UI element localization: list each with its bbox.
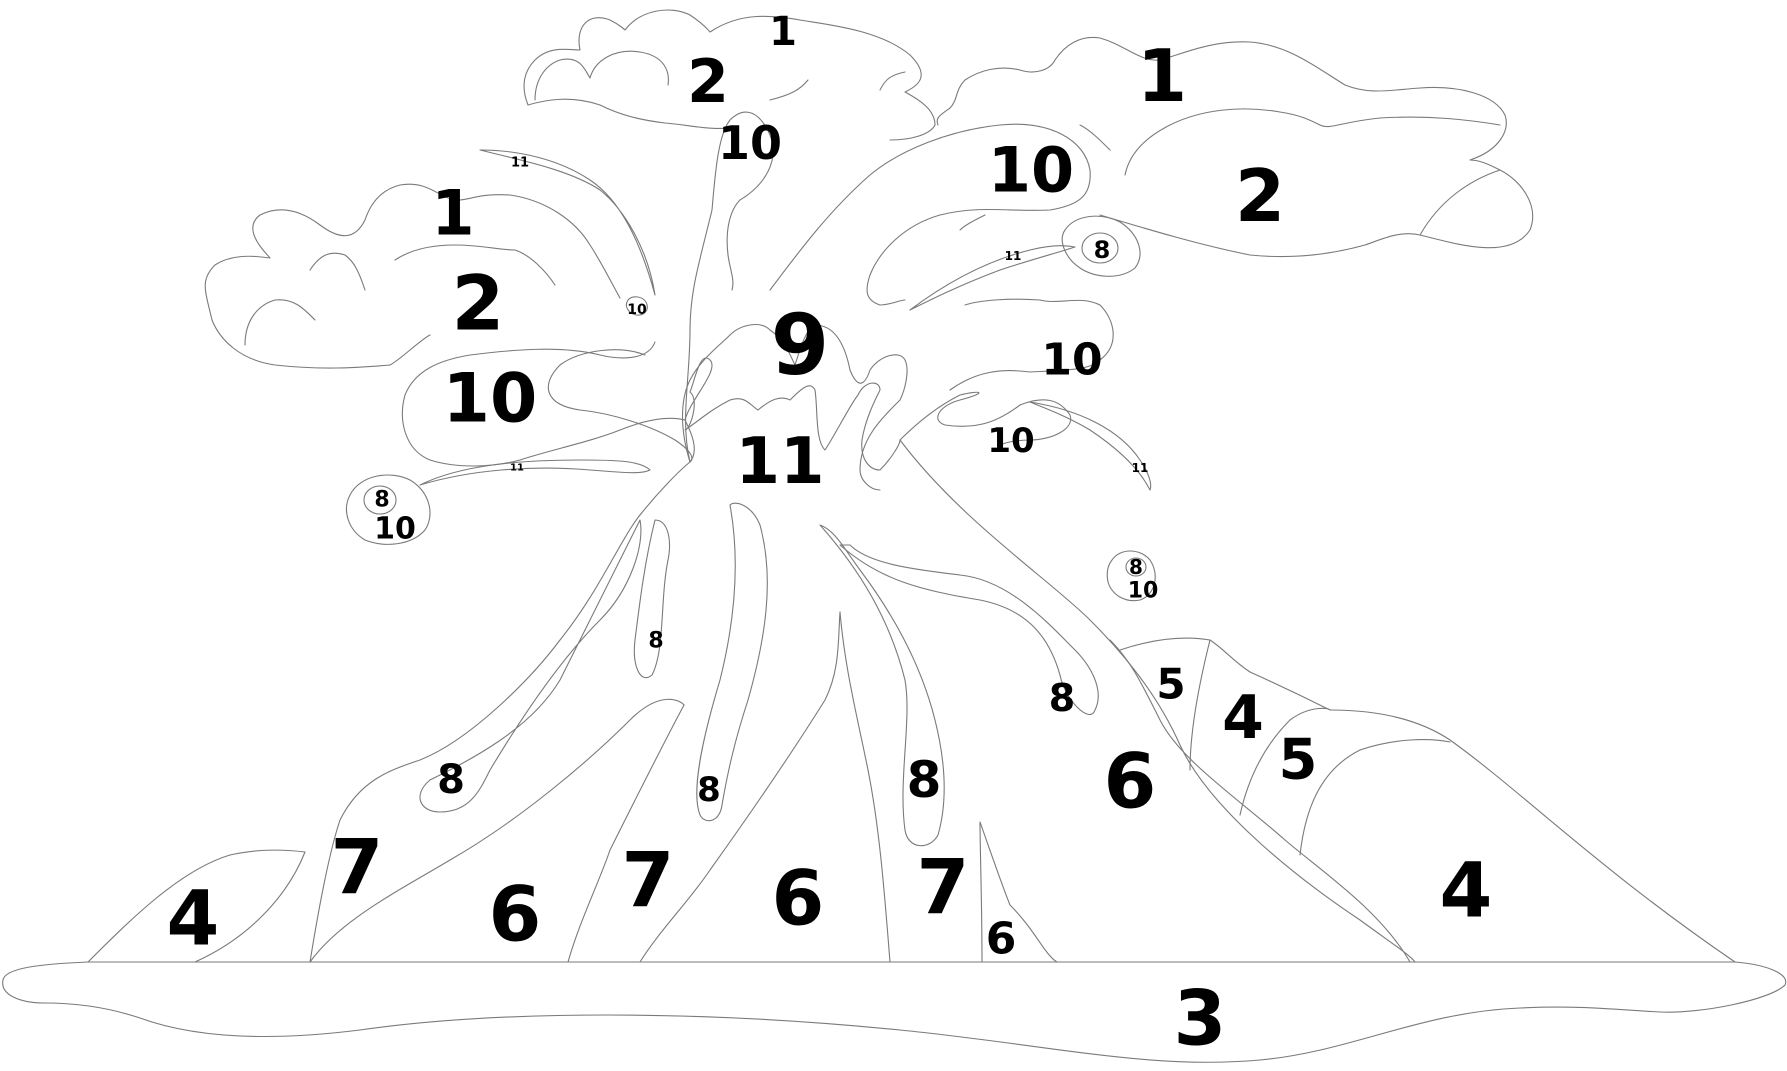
- number-slope-right-7: 7: [917, 843, 970, 932]
- number-hill-left: 4: [167, 874, 220, 963]
- number-slope-right-6: 6: [1104, 737, 1157, 826]
- streak-top-left: [479, 149, 656, 296]
- number-lava-right-upper-10: 10: [1041, 335, 1102, 386]
- slope-6-center-right-edge: [839, 611, 891, 963]
- rock-left-inner: [363, 485, 397, 515]
- rock-top-right-inner: [1081, 232, 1119, 264]
- lava-drip-far-right: [839, 544, 1099, 716]
- number-slope-left-7: 7: [331, 823, 384, 912]
- number-cloud-left-lower: 2: [452, 259, 505, 348]
- slope-7-right-edge: [979, 821, 1058, 963]
- rock-top-right-outer: [1061, 215, 1141, 277]
- cloud-left-upper: [204, 183, 621, 369]
- number-lava-left-upper-8: 8: [648, 629, 663, 654]
- lava-blob-top-small: [685, 111, 774, 463]
- number-crater-11: 11: [735, 425, 824, 499]
- streak-left: [419, 459, 651, 486]
- number-slope-right-small-6: 6: [986, 914, 1017, 965]
- rock-right-inner: [1125, 557, 1147, 577]
- number-lava-far-right-8: 8: [1049, 676, 1075, 720]
- number-cloud-left-upper: 1: [431, 177, 474, 250]
- number-rock-left-10: 10: [374, 512, 416, 547]
- number-slope-center-7: 7: [622, 836, 675, 925]
- hill-right-5-mid: [1239, 707, 1331, 816]
- streak-right-top: [909, 245, 1076, 311]
- cloud-left-lower: [244, 244, 556, 366]
- number-lava-center-8: 8: [697, 770, 721, 810]
- cloud-top-right: [936, 36, 1534, 258]
- number-lava-right-lower-10: 10: [987, 421, 1034, 461]
- number-lava-top-small-10: 10: [718, 116, 782, 170]
- rock-left-outer: [346, 474, 431, 545]
- number-cloud-top-right-lower: 2: [1235, 154, 1285, 238]
- rock-right-outer: [1106, 550, 1156, 602]
- number-ground-base: 3: [1174, 974, 1227, 1063]
- number-cloud-top-right-upper: 1: [1137, 34, 1187, 118]
- number-hill-right-inner: 4: [1222, 683, 1264, 753]
- number-streak-right-11: 11: [1132, 461, 1149, 475]
- splash-9-outline: [547, 298, 1114, 463]
- lava-drip-left-lower: [419, 519, 642, 813]
- number-slope-left-6: 6: [489, 870, 542, 959]
- number-streak-top-left-11: 11: [511, 156, 529, 171]
- hill-right-4-inner: [1189, 639, 1331, 771]
- number-rock-right-8: 8: [1129, 555, 1143, 579]
- lava-drip-right: [819, 524, 945, 847]
- volcano-left-flank: [309, 461, 691, 963]
- number-cloud-top-small-upper: 1: [769, 9, 797, 55]
- number-cloud-top-small-lower: 2: [687, 47, 729, 117]
- slope-6-left-edge: [309, 698, 685, 963]
- volcano-right-flank: [899, 439, 1416, 963]
- streak-right: [1029, 401, 1152, 491]
- lava-blob-left: [401, 341, 686, 467]
- number-rock-top-right-8: 8: [1094, 236, 1111, 264]
- lava-blob-top-big: [769, 123, 1091, 306]
- lava-tiny-blob: [625, 296, 648, 316]
- cloud-top-small-inner: [534, 50, 906, 101]
- eruption-column: [681, 324, 908, 491]
- cloud-top-right-inner: [959, 108, 1501, 236]
- number-eruption-9: 9: [771, 296, 829, 394]
- number-lava-left-10: 10: [443, 360, 538, 439]
- hill-left-outline: [87, 849, 306, 963]
- number-lava-right-8: 8: [907, 751, 942, 809]
- number-streak-right-top-11: 11: [1005, 249, 1022, 263]
- slope-6-center-left-edge: [639, 611, 841, 963]
- hill-right-4-outer: [1329, 709, 1736, 963]
- number-streak-left-11: 11: [510, 463, 524, 474]
- number-hill-right-outer: 4: [1440, 846, 1493, 935]
- hill-right-4-inner-edge: [1299, 739, 1451, 856]
- slope-right-6-edge: [1109, 639, 1411, 963]
- number-rock-right-10: 10: [1128, 579, 1159, 604]
- number-lava-top-big-10: 10: [988, 134, 1074, 207]
- cloud-top-small: [523, 9, 936, 141]
- ground-base-outline: [2, 961, 1787, 1063]
- number-slope-center-6: 6: [772, 854, 825, 943]
- lava-drip-center: [696, 502, 768, 822]
- number-lava-tiny-10: 10: [627, 302, 647, 318]
- slope-7-center-left-edge: [567, 704, 685, 963]
- lava-drip-left-upper: [633, 519, 671, 678]
- number-rock-left-8: 8: [374, 488, 389, 513]
- number-hill-right-small: 5: [1156, 660, 1185, 709]
- number-lava-left-lower-8: 8: [437, 757, 465, 803]
- number-hill-right-mid: 5: [1279, 728, 1318, 793]
